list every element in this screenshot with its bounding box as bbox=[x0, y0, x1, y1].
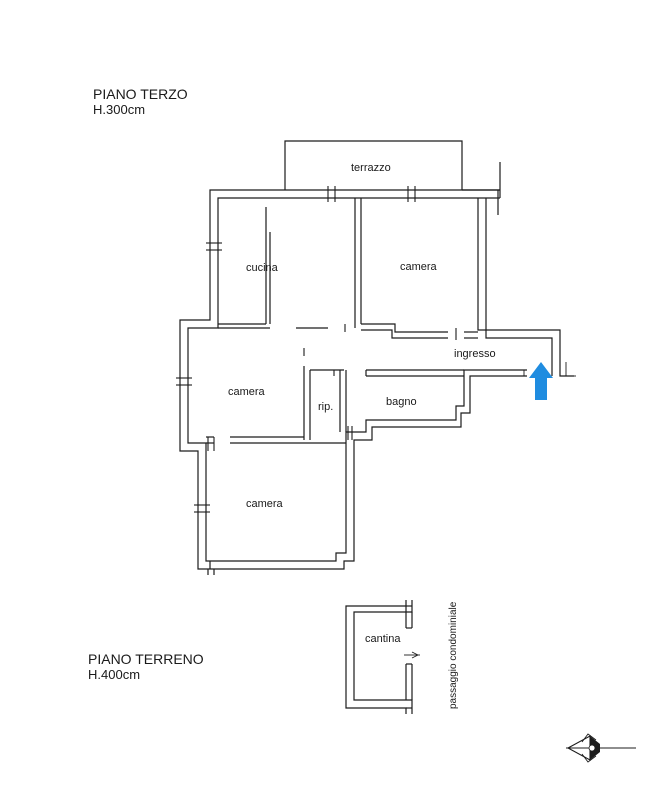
room-label-terrazzo: terrazzo bbox=[351, 162, 391, 174]
room-label-cucina: cucina bbox=[246, 262, 279, 274]
outer-walls bbox=[179, 162, 574, 575]
third-floor-title: PIANO TERZO bbox=[93, 86, 188, 102]
third-floor-heading: PIANO TERZO H.300cm bbox=[93, 86, 188, 118]
room-label-camera-top: camera bbox=[400, 261, 438, 273]
room-label-camera-mid: camera bbox=[228, 386, 266, 398]
room-label-cantina: cantina bbox=[365, 633, 401, 645]
room-label-rip: rip. bbox=[318, 401, 333, 413]
up-arrow-icon bbox=[529, 362, 553, 400]
room-label-ingresso: ingresso bbox=[454, 348, 496, 360]
terrace bbox=[284, 140, 500, 191]
interior-walls bbox=[206, 198, 576, 444]
ground-floor-title: PIANO TERRENO bbox=[88, 651, 204, 667]
window-marks bbox=[176, 186, 457, 513]
north-arrow-icon bbox=[566, 733, 636, 763]
third-floor-height: H.300cm bbox=[93, 102, 146, 117]
cellar bbox=[345, 600, 420, 714]
room-label-camera-bottom: camera bbox=[246, 498, 284, 510]
ground-floor-height: H.400cm bbox=[88, 667, 141, 682]
room-label-bagno: bagno bbox=[386, 396, 417, 408]
room-label-passaggio: passaggio condominiale bbox=[448, 601, 459, 709]
ground-floor-heading: PIANO TERRENO H.400cm bbox=[88, 651, 204, 683]
